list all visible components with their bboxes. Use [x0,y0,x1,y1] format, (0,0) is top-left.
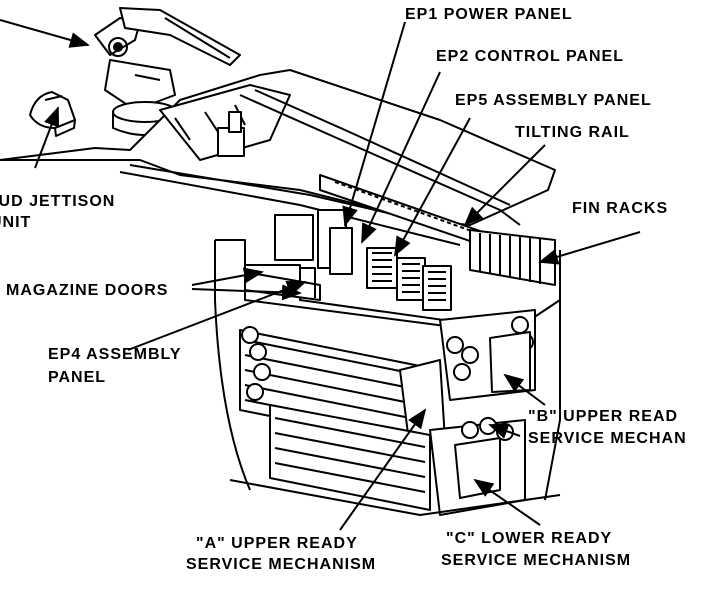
ep2-control-panel-label: EP2 CONTROL PANEL [436,48,624,65]
ep4-assembly-panel-label-line2: PANEL [48,369,107,386]
ep4-assembly-panel-label-line1: EP4 ASSEMBLY [48,346,182,363]
ep1-power-panel-label: EP1 POWER PANEL [405,6,573,23]
b-upper-ready-label-line2: SERVICE MECHAN [528,430,687,447]
control-panels [274,209,353,275]
tilting-rail-label: TILTING RAIL [515,124,630,141]
dud-jettison-unit [29,91,76,137]
ep5-assembly-panel-label: EP5 ASSEMBLY PANEL [455,92,652,109]
leader-lines [0,19,641,531]
fin-racks [469,229,556,286]
c-lower-ready-label-line1: "C" LOWER READY [446,530,613,547]
a-upper-ready-label-line1: "A" UPPER READY [196,535,358,552]
magazine-doors-label: MAGAZINE DOORS [6,282,169,299]
a-upper-ready-label-line2: SERVICE MECHANISM [186,556,377,573]
ep5-assembly-panel [366,247,452,311]
dud-jettison-label-line2: UNIT [0,214,32,231]
b-upper-ready-label-line1: "B" UPPER READ [528,408,679,425]
magazine-body [214,239,561,501]
fin-racks-label: FIN RACKS [572,200,669,217]
robot-arm [94,7,241,136]
c-lower-ready-label-line2: SERVICE MECHANISM [441,552,632,569]
dud-jettison-label-line1: DUD JETTISON [0,193,116,210]
